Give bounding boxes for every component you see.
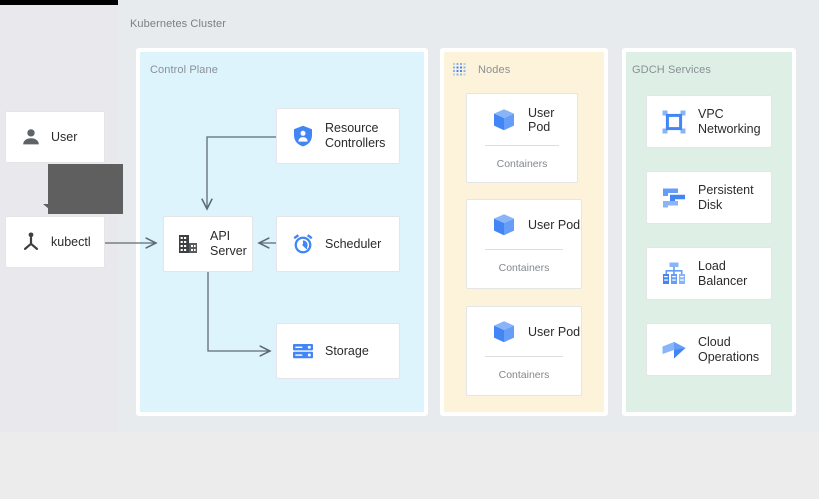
pod-cube-icon <box>491 212 517 238</box>
card-user-pod-sublabel: Containers <box>496 158 548 170</box>
card-user-pod[interactable]: User Pod Containers <box>466 199 582 289</box>
pod-header: User Pod <box>467 200 581 249</box>
divider <box>485 356 563 357</box>
pod-header: User Pod <box>467 94 577 145</box>
card-kubectl-label: kubectl <box>51 234 91 249</box>
card-load-balancer-label: Load Balancer <box>698 258 748 288</box>
load-balancer-icon <box>661 261 687 287</box>
card-api-server[interactable]: API Server <box>163 216 253 272</box>
card-resource-controllers[interactable]: Resource Controllers <box>276 108 400 164</box>
card-load-balancer[interactable]: Load Balancer <box>646 247 772 300</box>
api-server-icon <box>176 232 200 256</box>
card-user-label: User <box>51 129 78 144</box>
card-scheduler-label: Scheduler <box>325 236 382 251</box>
card-user-pod-sublabel: Containers <box>498 369 550 381</box>
pod-cube-icon <box>491 107 517 133</box>
alarm-clock-icon <box>291 232 315 256</box>
card-persistent-disk-label: Persistent Disk <box>698 182 754 212</box>
card-user-pod-label: User Pod <box>528 325 581 339</box>
nodes-grid-icon <box>452 62 468 78</box>
card-resource-controllers-label: Resource Controllers <box>325 121 386 150</box>
card-api-server-label: API Server <box>210 229 247 258</box>
card-storage[interactable]: Storage <box>276 323 400 379</box>
card-kubectl[interactable]: kubectl <box>5 216 105 268</box>
tooltip-tail <box>43 204 49 209</box>
card-storage-label: Storage <box>325 343 369 358</box>
shield-person-icon <box>291 124 315 148</box>
pod-header: User Pod <box>467 307 581 356</box>
card-user-pod[interactable]: User Pod Containers <box>466 306 582 396</box>
panel-gdch-services-title: GDCH Services <box>632 64 711 76</box>
panel-control-plane-title: Control Plane <box>150 64 218 76</box>
cloud-operations-icon <box>661 337 687 363</box>
card-vpc-networking[interactable]: VPC Networking <box>646 95 772 148</box>
kubectl-icon <box>20 231 42 253</box>
card-vpc-networking-label: VPC Networking <box>698 106 761 136</box>
card-persistent-disk[interactable]: Persistent Disk <box>646 171 772 224</box>
card-user-pod-sublabel: Containers <box>498 262 550 274</box>
empty-tooltip <box>48 164 123 214</box>
pod-cube-icon <box>491 319 517 345</box>
card-scheduler[interactable]: Scheduler <box>276 216 400 272</box>
storage-icon <box>291 339 315 363</box>
card-user-pod[interactable]: User Pod Containers <box>466 93 578 183</box>
card-cloud-operations[interactable]: Cloud Operations <box>646 323 772 376</box>
card-user-pod-label: User Pod <box>528 106 555 134</box>
panel-nodes-title: Nodes <box>478 64 511 76</box>
card-user-pod-label: User Pod <box>528 218 581 232</box>
vpc-networking-icon <box>661 109 687 135</box>
top-black-bar <box>0 0 118 5</box>
card-cloud-operations-label: Cloud Operations <box>698 334 760 364</box>
page-title: Kubernetes Cluster <box>130 18 226 30</box>
person-icon <box>20 126 42 148</box>
divider <box>485 249 563 250</box>
divider <box>485 145 559 146</box>
card-user[interactable]: User <box>5 111 105 163</box>
persistent-disk-icon <box>661 185 687 211</box>
